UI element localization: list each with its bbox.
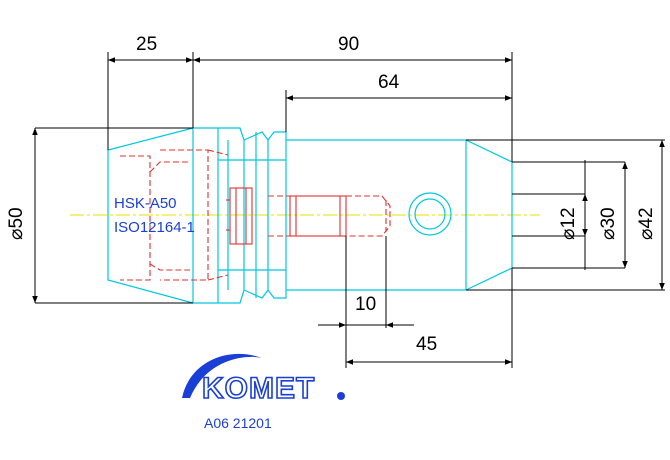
- interface-label: HSK-A50: [114, 195, 177, 212]
- part-outline: [107, 127, 513, 304]
- dim-10-label: 10: [355, 294, 376, 315]
- part-number: A06 21201: [204, 415, 272, 431]
- dim-42-label: ⌀42: [636, 207, 657, 240]
- dim-90-label: 90: [338, 34, 359, 55]
- dim-45-label: 45: [416, 334, 437, 355]
- komet-logo: KOMET: [182, 353, 345, 406]
- dim-30-label: ⌀30: [598, 207, 619, 240]
- hidden-lines: [120, 149, 391, 281]
- standard-label: ISO12164-1: [114, 219, 195, 236]
- logo-brand: KOMET: [202, 372, 315, 405]
- dim-25-label: 25: [136, 34, 157, 55]
- logo-dot: [337, 392, 345, 400]
- dim-50-label: ⌀50: [6, 207, 27, 240]
- logo-arc: [182, 353, 262, 398]
- dim-64-label: 64: [378, 72, 400, 93]
- dimension-lines: [32, 52, 665, 368]
- dim-12-label: ⌀12: [558, 207, 579, 240]
